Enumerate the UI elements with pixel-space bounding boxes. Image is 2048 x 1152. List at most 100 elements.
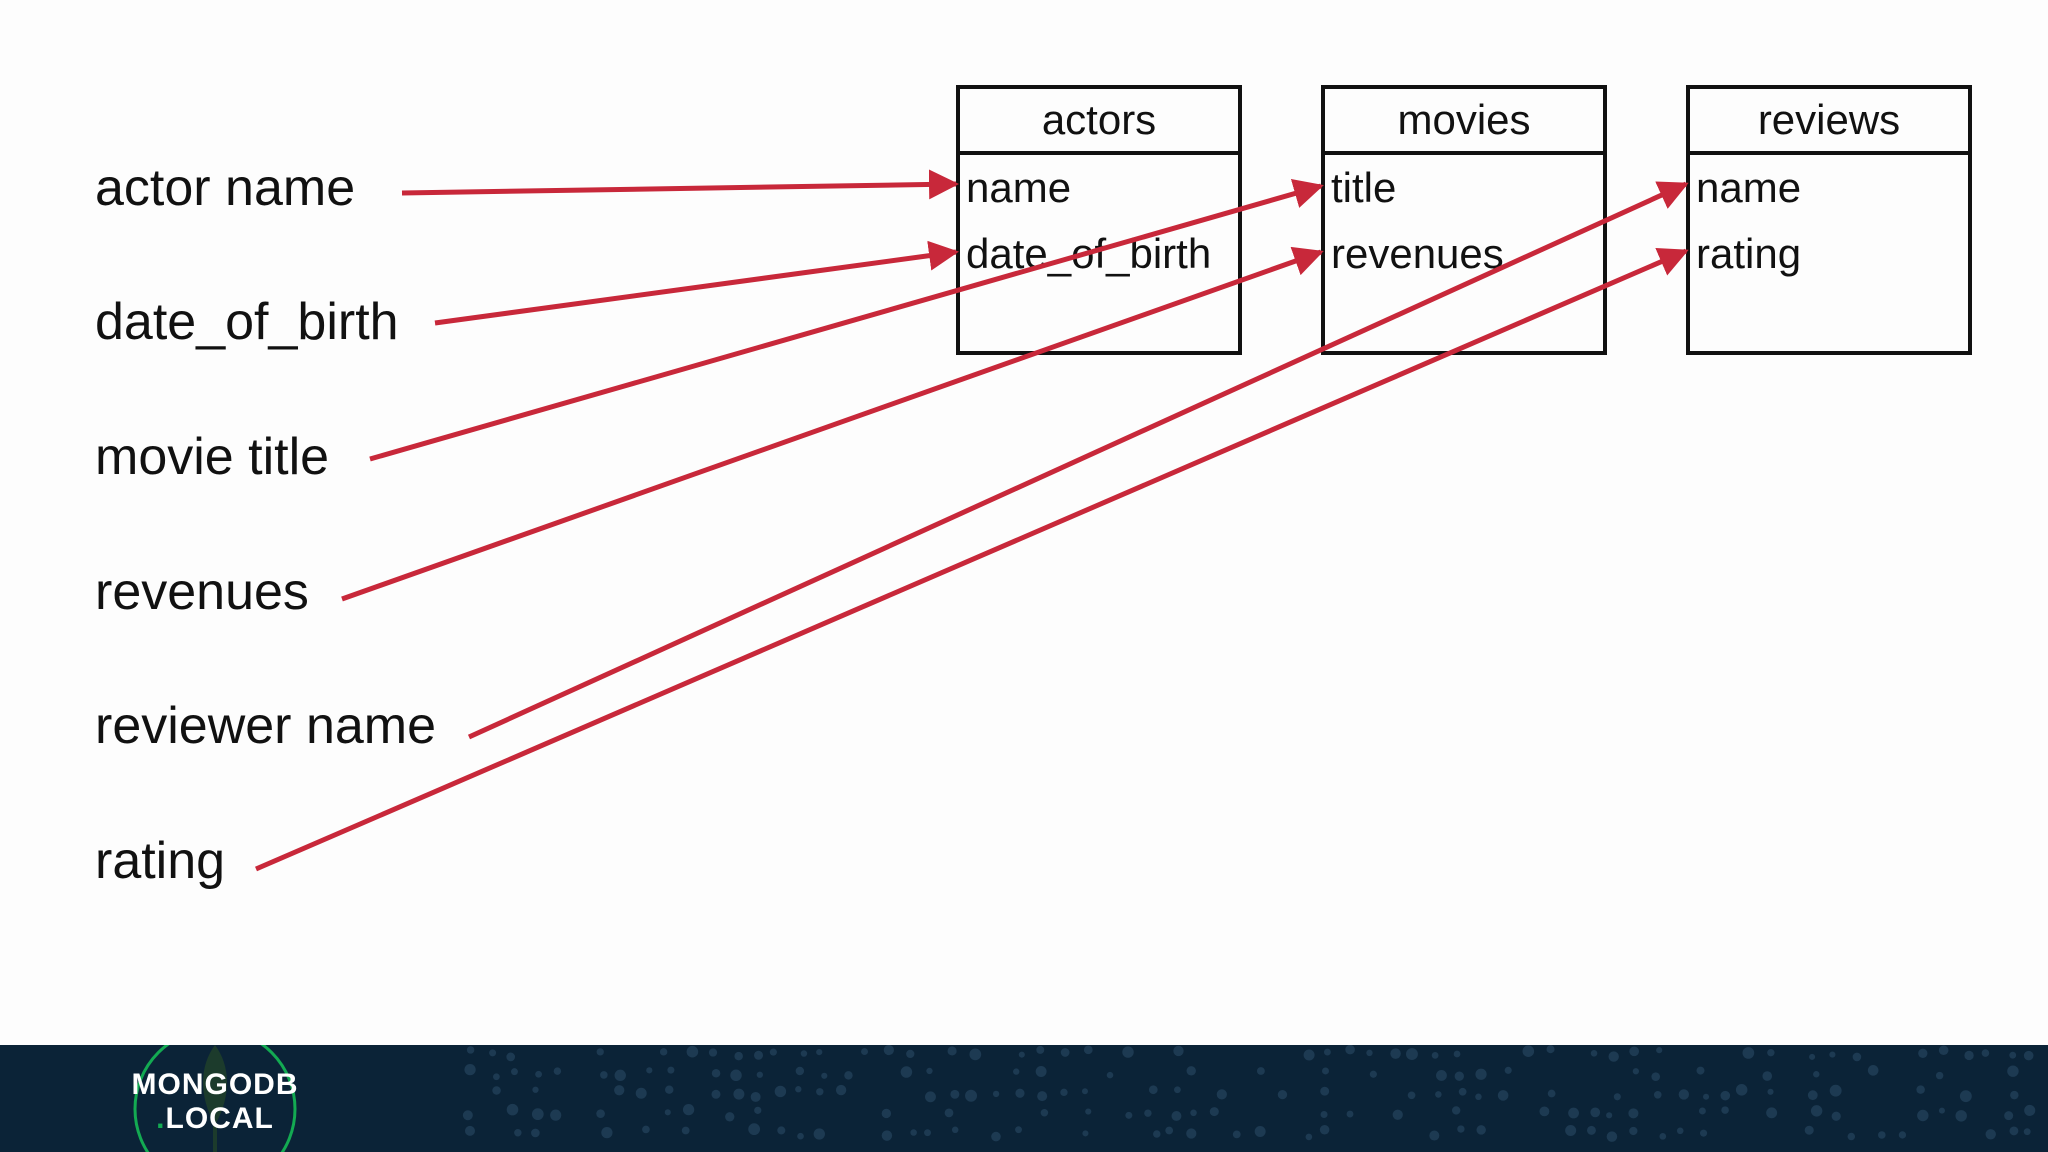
footer-dot	[1451, 1106, 1461, 1115]
footer-dot	[733, 1088, 745, 1100]
source-field-revenues: revenues	[95, 563, 309, 621]
footer-dot	[797, 1132, 804, 1140]
footer-dot	[1813, 1071, 1820, 1078]
footer-dot	[1938, 1045, 1949, 1056]
footer-dot	[1036, 1045, 1045, 1054]
footer-dot	[835, 1084, 847, 1096]
footer-dot	[1305, 1133, 1313, 1141]
footer-dot	[1497, 1090, 1509, 1101]
footer-dot	[1852, 1052, 1862, 1062]
footer-dot	[777, 1126, 786, 1135]
footer-dot	[506, 1052, 516, 1062]
footer-dot	[1878, 1131, 1886, 1139]
arrow-actor-name	[401, 169, 959, 200]
table-actors: actors name date_of_birth	[956, 85, 1242, 355]
footer-dot	[1918, 1048, 1928, 1058]
footer-dot	[944, 1108, 954, 1118]
footer-dot	[750, 1091, 761, 1102]
footer-dot	[881, 1108, 892, 1119]
footer-dot	[1453, 1050, 1461, 1058]
table-reviews: reviews name rating	[1686, 85, 1972, 355]
footer-dot	[1767, 1088, 1774, 1095]
footer-dot	[614, 1069, 626, 1082]
footer-dot	[1606, 1131, 1618, 1142]
footer-dot	[1106, 1071, 1114, 1079]
footer-dot	[1606, 1112, 1613, 1119]
footer-dot	[553, 1067, 562, 1075]
table-movies: movies title revenues	[1321, 85, 1607, 355]
footer-dot	[596, 1048, 604, 1056]
footer-dot	[1323, 1048, 1331, 1056]
footer-dot	[1809, 1053, 1816, 1060]
footer-dot	[708, 1048, 718, 1057]
footer-dot	[774, 1085, 787, 1098]
footer-dot	[1656, 1047, 1663, 1054]
footer-dot	[1804, 1125, 1814, 1135]
footer-dot	[489, 1049, 497, 1057]
table-reviews-field-name: name	[1696, 164, 1802, 211]
footer-dot	[816, 1049, 823, 1056]
footer-dot	[756, 1071, 763, 1078]
footer-dot	[1590, 1049, 1598, 1057]
footer-dot	[2009, 1126, 2019, 1136]
footer-dot	[600, 1071, 608, 1079]
footer-dot	[1475, 1093, 1482, 1101]
footer-dot	[813, 1128, 825, 1140]
footer-dot	[1148, 1085, 1158, 1095]
footer-dot	[682, 1103, 695, 1116]
footer-dot	[1590, 1107, 1601, 1118]
footer-dot	[1628, 1108, 1639, 1119]
footer-dot	[1476, 1125, 1486, 1135]
footer-dot	[464, 1063, 476, 1076]
footer-dot	[821, 1072, 828, 1079]
footer-dot	[1254, 1126, 1266, 1138]
footer-dot	[769, 1048, 777, 1056]
footer-dot	[1613, 1093, 1621, 1101]
footer-dot	[1935, 1071, 1944, 1080]
footer-dot	[1174, 1086, 1181, 1094]
footer-dot	[926, 1067, 933, 1075]
footer-dot	[1659, 1132, 1667, 1140]
footer-dot	[2010, 1090, 2019, 1100]
footer-dot	[1216, 1089, 1227, 1100]
source-field-reviewer-name: reviewer name	[95, 697, 437, 755]
footer-dot	[711, 1068, 721, 1078]
footer-dot	[969, 1048, 982, 1061]
footer-dot	[1539, 1106, 1550, 1117]
footer-dot	[2024, 1104, 2036, 1116]
footer-dot	[1035, 1066, 1047, 1077]
footer-dot	[535, 1070, 542, 1078]
logo-dot: .	[156, 1102, 166, 1135]
footer-dot	[947, 1046, 957, 1056]
footer-dot	[462, 1110, 473, 1121]
footer-dot	[466, 1046, 475, 1054]
footer-dot	[686, 1045, 699, 1058]
footer-dot	[2009, 1051, 2017, 1059]
footer-dot	[1366, 1049, 1373, 1057]
footer-dot	[550, 1109, 562, 1121]
source-field-actor-name: actor name	[95, 159, 356, 217]
footer-dot	[1015, 1126, 1022, 1134]
footer-dot	[464, 1125, 476, 1136]
footer-dot	[1165, 1126, 1174, 1135]
footer-dot	[1144, 1109, 1152, 1117]
footer-dot	[601, 1127, 613, 1139]
footer-dot	[800, 1050, 808, 1057]
footer-dot	[1676, 1127, 1684, 1135]
footer-dot	[659, 1048, 668, 1056]
footer-dot	[1699, 1129, 1708, 1137]
footer-dot	[910, 1129, 917, 1136]
footer-dot	[1319, 1124, 1330, 1135]
footer-dot	[711, 1089, 721, 1099]
footer-dot	[1766, 1107, 1778, 1119]
footer-dot	[1173, 1045, 1184, 1057]
footer-dot	[906, 1049, 915, 1059]
footer-dot	[1407, 1091, 1416, 1100]
footer-dot	[1013, 1068, 1020, 1075]
footer-dot	[1436, 1070, 1447, 1081]
footer-dot	[2023, 1050, 2034, 1061]
arrow-movie-title	[369, 179, 1324, 462]
footer-dot	[681, 1126, 690, 1135]
mongodb-local-logo: MONGODB .LOCAL	[120, 1045, 320, 1152]
footer-bar: MONGODB .LOCAL	[0, 1045, 2048, 1152]
